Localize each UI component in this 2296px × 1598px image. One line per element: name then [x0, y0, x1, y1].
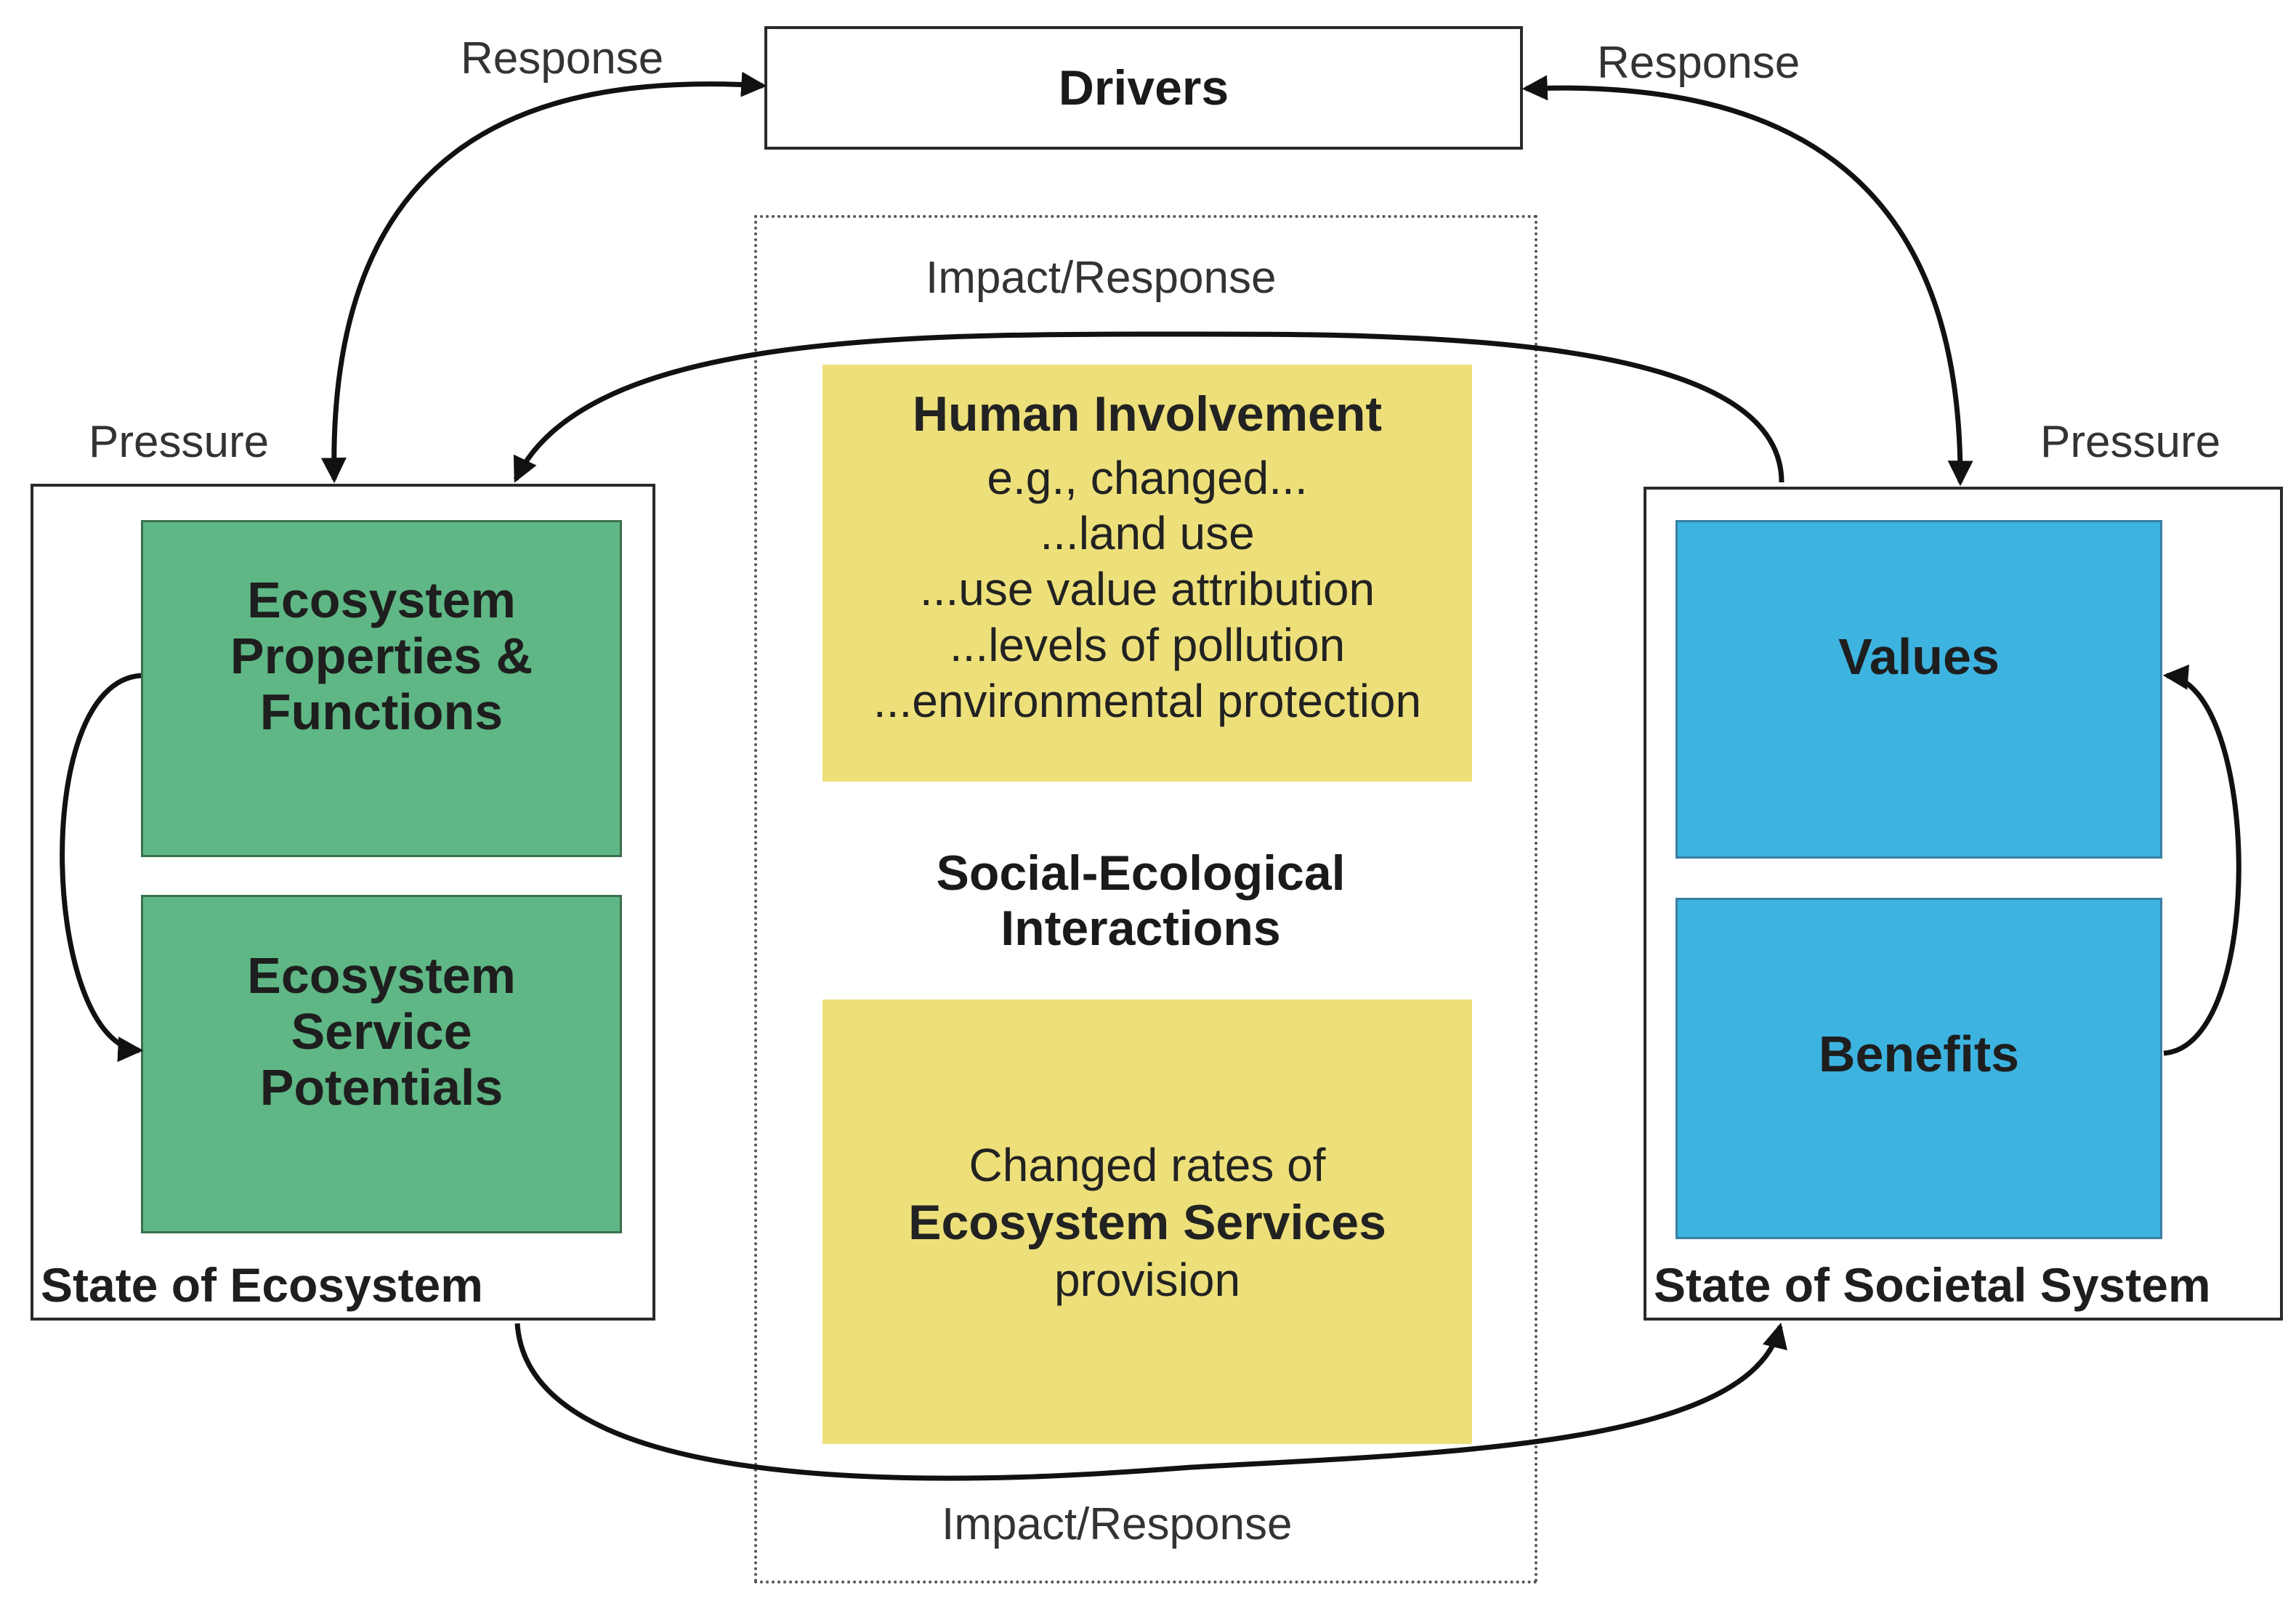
ecosystem-potentials-label: Ecosystem Service Potentials: [247, 946, 516, 1116]
values-box: Values: [1675, 520, 2162, 859]
rates-line-2: Ecosystem Services: [908, 1194, 1386, 1250]
pressure-left-label: Pressure: [89, 417, 270, 467]
human-line-1: e.g., changed...: [987, 451, 1308, 504]
human-line-4: ...levels of pollution: [949, 618, 1346, 671]
impact-bottom-label: Impact/Response: [942, 1499, 1293, 1549]
rates-line-1: Changed rates of: [969, 1139, 1326, 1191]
human-involvement-title: Human Involvement: [912, 386, 1383, 442]
arrow-benefits-values: [2162, 664, 2242, 1056]
human-involvement-box: Human Involvement e.g., changed... ...la…: [822, 365, 1472, 782]
human-line-5: ...environmental protection: [873, 674, 1422, 727]
arrow-drivers-ecosystem: [320, 71, 767, 484]
human-line-3: ...use value attribution: [919, 563, 1375, 616]
drivers-label: Drivers: [1058, 60, 1229, 115]
benefits-box: Benefits: [1675, 898, 2162, 1239]
human-line-2: ...land use: [1040, 507, 1255, 560]
pressure-right-label: Pressure: [2040, 417, 2221, 467]
rates-line-3: provision: [1054, 1254, 1241, 1307]
values-label: Values: [1838, 628, 2000, 685]
social-ecological-frame: [754, 215, 1537, 1583]
arrow-drivers-society: [1521, 75, 1973, 487]
impact-top-label: Impact/Response: [926, 253, 1277, 303]
drivers-box: Drivers: [764, 26, 1523, 150]
social-ecological-label: Social-Ecological Interactions: [799, 843, 1482, 959]
societal-state-label: State of Societal System: [1654, 1258, 2211, 1312]
arrow-properties-potentials: [60, 673, 144, 1063]
arrow-impact-top: [513, 331, 1784, 483]
benefits-label: Benefits: [1818, 1026, 2020, 1082]
ecosystem-properties-box: Ecosystem Properties & Functions: [141, 520, 622, 857]
ecosystem-services-rates-box: Changed rates of Ecosystem Services prov…: [822, 999, 1472, 1444]
ecosystem-potentials-box: Ecosystem Service Potentials: [141, 895, 622, 1233]
sei-line-1: Social-Ecological: [936, 845, 1346, 901]
arrow-impact-bottom: [514, 1322, 1787, 1481]
ecosystem-properties-label: Ecosystem Properties & Functions: [230, 571, 533, 740]
sei-line-2: Interactions: [1001, 901, 1281, 956]
ecosystem-state-label: State of Ecosystem: [41, 1258, 483, 1312]
